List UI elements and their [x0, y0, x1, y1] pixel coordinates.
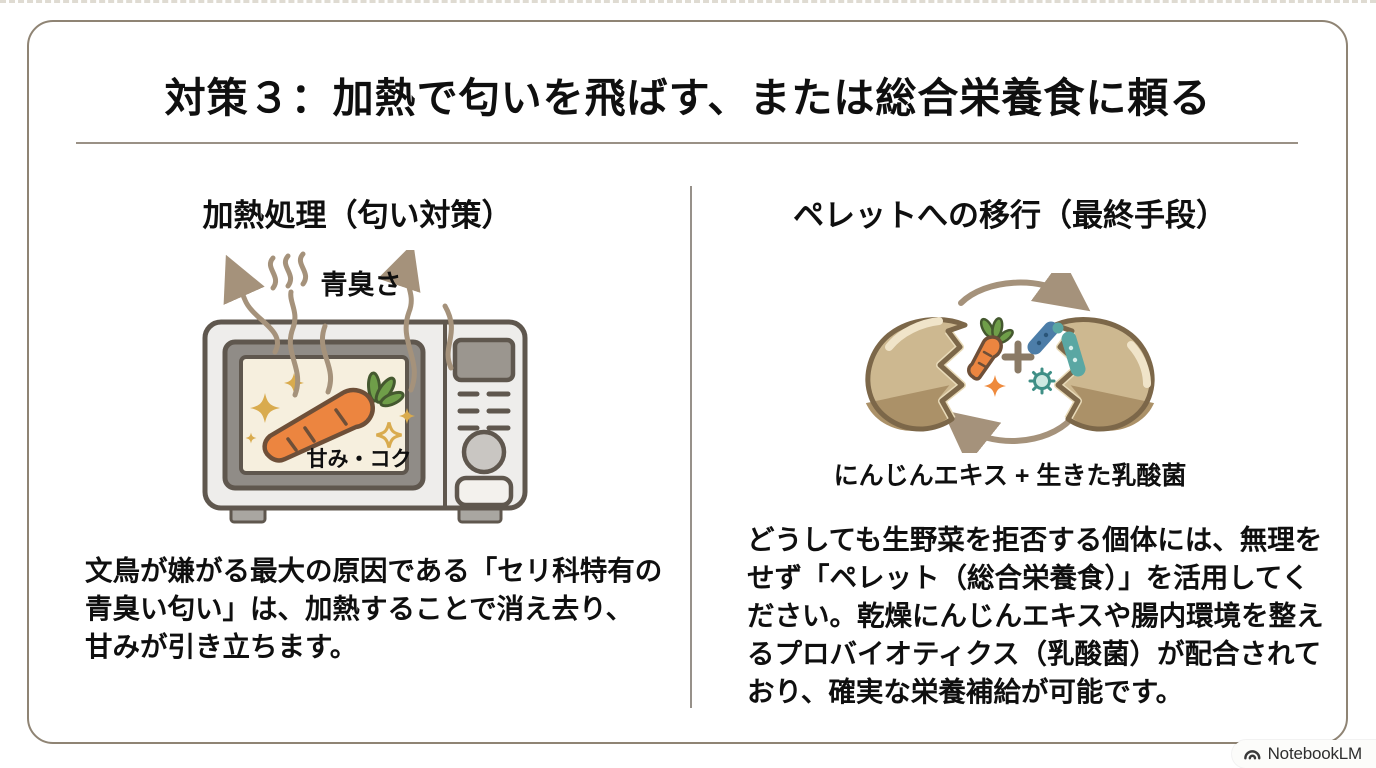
text-line: 文鳥が嫌がる最大の原因である「セリ科特有の [85, 555, 663, 586]
microwave-illustration: 甘み・コク 青臭さ [202, 250, 528, 524]
text-line: どうしても生野菜を拒否する個体には、無理を [747, 524, 1323, 555]
notebooklm-label: NotebookLM [1267, 744, 1363, 763]
probiotics-icon [984, 321, 1086, 397]
steam-label: 青臭さ [321, 270, 402, 300]
slide-title: 対策３：加熱で匂いを飛ばす、または総合栄養食に頼る [164, 75, 1212, 121]
text-line: 青臭い匂い」は、加熱することで消え去り、 [85, 592, 634, 624]
notebooklm-icon [1243, 749, 1261, 760]
button-dashes [457, 391, 511, 431]
display [452, 337, 516, 383]
text-line: るプロバイオティクス（乳酸菌）が配合されて [747, 637, 1322, 669]
cycle-arrow-bottom [942, 410, 1074, 453]
result-label: 甘み・コク [307, 448, 412, 471]
column-divider [690, 186, 692, 708]
sparkle-icon [984, 375, 1006, 397]
text-line: 甘みが引き立ちます。 [85, 630, 358, 662]
door-button [454, 475, 514, 508]
top-edge-dashes [0, 0, 1376, 3]
cycle-arrows [942, 273, 1091, 453]
control-panel [452, 337, 516, 508]
text-line: おり、確実な栄養補給が可能です。 [747, 675, 1184, 707]
pellet-capsule-illustration [849, 273, 1171, 453]
microbe-icon [1028, 367, 1056, 395]
knob [461, 429, 507, 475]
steam-arrows [223, 250, 454, 398]
plus-icon [1001, 340, 1035, 374]
right-column-heading: ペレットへの移行（最終手段） [793, 198, 1227, 233]
notebooklm-badge: NotebookLM [1231, 740, 1376, 768]
carrot-icon [262, 371, 405, 463]
left-body-text: 文鳥が嫌がる最大の原因である「セリ科特有の 青臭い匂い」は、加熱することで消え去… [85, 552, 670, 666]
carrot-extract-icon [967, 317, 1014, 381]
capsule-caption: にんじんエキス + 生きた乳酸菌 [833, 462, 1187, 490]
text-line: ださい。乾燥にんじんエキスや腸内環境を整え [747, 599, 1324, 631]
title-divider [76, 142, 1298, 144]
right-body-text: どうしても生野菜を拒否する個体には、無理を せず「ペレット（総合栄養食）」を活用… [747, 521, 1332, 711]
left-column-heading: 加熱処理（匂い対策） [202, 198, 513, 233]
cycle-arrow-top [958, 273, 1091, 312]
text-line: せず「ペレット（総合栄養食）」を活用してく [747, 561, 1310, 593]
